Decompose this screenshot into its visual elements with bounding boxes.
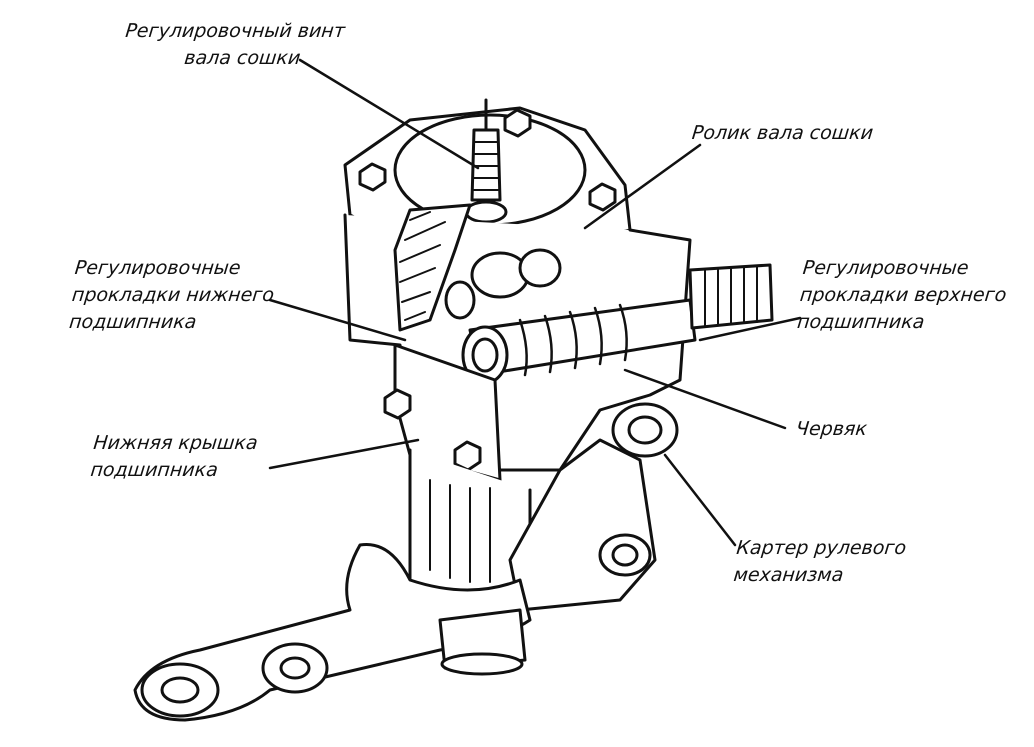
label-lower-cover: Нижняя крышка подшипника	[89, 430, 259, 484]
label-adjust-screw: Регулировочный винт вала сошки	[121, 18, 346, 72]
leader-roller	[583, 143, 702, 230]
label-lower-cover-line1: Нижняя крышка	[92, 432, 259, 454]
pitman-arm	[133, 542, 532, 722]
label-lower-shims: Регулировочные прокладки нижнего подшипн…	[68, 255, 278, 336]
label-lower-shims-line3: подшипника	[68, 311, 198, 333]
leader-lower-shims	[268, 298, 407, 342]
cover-bolts	[358, 108, 617, 212]
label-adjust-screw-line2: вала сошки	[183, 47, 302, 69]
label-upper-shims: Регулировочные прокладки верхнего подшип…	[796, 255, 1011, 336]
adjusting-screw	[464, 98, 508, 242]
label-worm-line1: Червяк	[794, 418, 869, 440]
label-upper-shims-line3: подшипника	[796, 311, 926, 333]
lower-cover-bolts	[383, 388, 482, 472]
label-lower-shims-line1: Регулировочные	[73, 257, 242, 279]
leader-upper-shims	[698, 316, 802, 342]
label-lower-shims-line2: прокладки нижнего	[70, 284, 276, 306]
label-upper-shims-line1: Регулировочные	[801, 257, 970, 279]
shaft-nut	[438, 608, 527, 670]
label-housing-line2: механизма	[732, 564, 845, 586]
leader-lower-cover	[268, 438, 420, 470]
label-lower-cover-line2: подшипника	[89, 459, 220, 481]
leader-adjust-screw	[298, 58, 480, 170]
side-boss	[611, 402, 679, 458]
label-housing: Картер рулевого механизма	[732, 535, 907, 589]
label-roller: Ролик вала сошки	[691, 120, 875, 147]
label-worm: Червяк	[795, 416, 869, 443]
label-housing-line1: Картер рулевого	[735, 537, 908, 559]
label-adjust-screw-line1: Регулировочный винт	[124, 20, 347, 42]
leader-housing	[663, 453, 737, 547]
leader-worm	[623, 368, 787, 430]
label-roller-line1: Ролик вала сошки	[690, 122, 875, 144]
roller	[444, 248, 562, 320]
spline-shaft	[688, 263, 774, 330]
label-upper-shims-line2: прокладки верхнего	[798, 284, 1008, 306]
